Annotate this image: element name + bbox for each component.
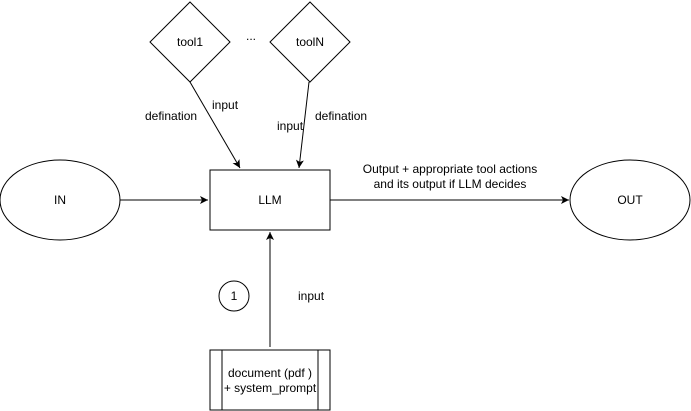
step-badge: 1 xyxy=(218,280,250,312)
node-tool1: tool1 xyxy=(149,1,231,83)
node-in-label: IN xyxy=(54,193,66,207)
node-in: IN xyxy=(0,159,121,241)
node-tooln: toolN xyxy=(269,1,351,83)
edge-label-output-line1: Output + appropriate tool actions xyxy=(363,162,537,176)
node-document: document (pdf ) + system_prompt xyxy=(209,349,331,411)
node-tool1-label: tool1 xyxy=(177,35,203,49)
node-llm: LLM xyxy=(209,169,331,231)
edge-tool1-to-llm xyxy=(189,81,241,169)
edge-label-tooln-definition: defination xyxy=(315,109,367,123)
edge-label-document-input: input xyxy=(298,289,325,303)
node-document-label-line2: + system_prompt xyxy=(224,381,317,395)
node-out-label: OUT xyxy=(617,193,643,207)
node-tooln-label: toolN xyxy=(296,35,324,49)
edge-label-tool1-input: input xyxy=(212,98,239,112)
edge-label-output-line2: and its output if LLM decides xyxy=(374,177,527,191)
edge-label-tool1-definition: defination xyxy=(145,109,197,123)
node-out: OUT xyxy=(569,159,691,241)
edge-label-tooln-input: input xyxy=(277,119,304,133)
node-document-label-line1: document (pdf ) xyxy=(228,366,312,380)
node-llm-label: LLM xyxy=(258,193,281,207)
tools-ellipsis: ... xyxy=(246,29,256,43)
step-badge-label: 1 xyxy=(231,289,238,303)
edge-tooln-to-llm xyxy=(295,81,310,169)
